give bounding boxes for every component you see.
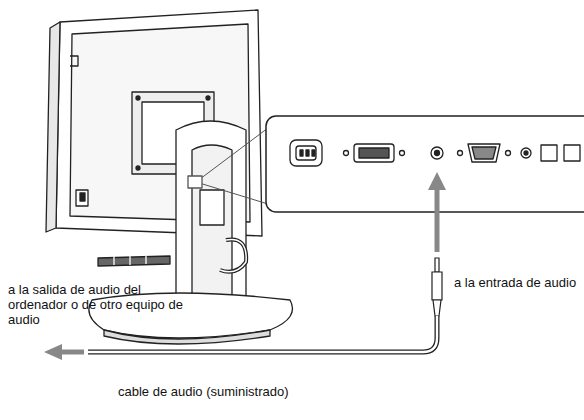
zoom-lines bbox=[196, 128, 268, 204]
control-buttons bbox=[98, 256, 170, 266]
usb-port bbox=[564, 145, 580, 161]
monitor-side bbox=[46, 22, 60, 232]
cable-label: cable de audio (suministrado) bbox=[118, 384, 358, 399]
stand-front bbox=[192, 145, 232, 302]
stand-cover bbox=[200, 190, 224, 225]
dvi-screw bbox=[344, 151, 349, 156]
audio-input-jack bbox=[431, 147, 443, 159]
insert-arrow bbox=[435, 186, 440, 252]
insert-arrowhead bbox=[428, 172, 446, 190]
screw bbox=[206, 96, 210, 100]
plug-body bbox=[432, 272, 442, 300]
headphone-jack bbox=[521, 148, 531, 158]
stand-base-edge bbox=[104, 330, 270, 344]
output-label: a la salida de audio del ordenador o de … bbox=[8, 282, 186, 327]
screw bbox=[136, 166, 140, 170]
vga-screw bbox=[458, 151, 463, 156]
audio-cable bbox=[88, 316, 437, 352]
dvi-connector bbox=[354, 144, 394, 162]
plug-strain-relief bbox=[433, 300, 441, 316]
input-label: a la entrada de audio bbox=[454, 275, 578, 290]
power-switch-rocker bbox=[80, 193, 85, 201]
vga-screw bbox=[506, 151, 511, 156]
usb-port bbox=[541, 145, 557, 161]
output-arrow bbox=[60, 350, 84, 355]
connector-panel bbox=[266, 116, 584, 212]
stand-column bbox=[176, 121, 246, 302]
screw bbox=[136, 96, 140, 100]
vga-connector bbox=[468, 144, 500, 162]
dvi-pins bbox=[359, 148, 389, 158]
output-arrowhead bbox=[44, 344, 62, 360]
dvi-screw bbox=[400, 151, 405, 156]
power-switch bbox=[76, 190, 88, 206]
plug-tip bbox=[435, 258, 439, 272]
monitor-latch bbox=[70, 56, 78, 66]
zoom-area bbox=[188, 176, 202, 188]
ac-inlet bbox=[290, 140, 322, 166]
